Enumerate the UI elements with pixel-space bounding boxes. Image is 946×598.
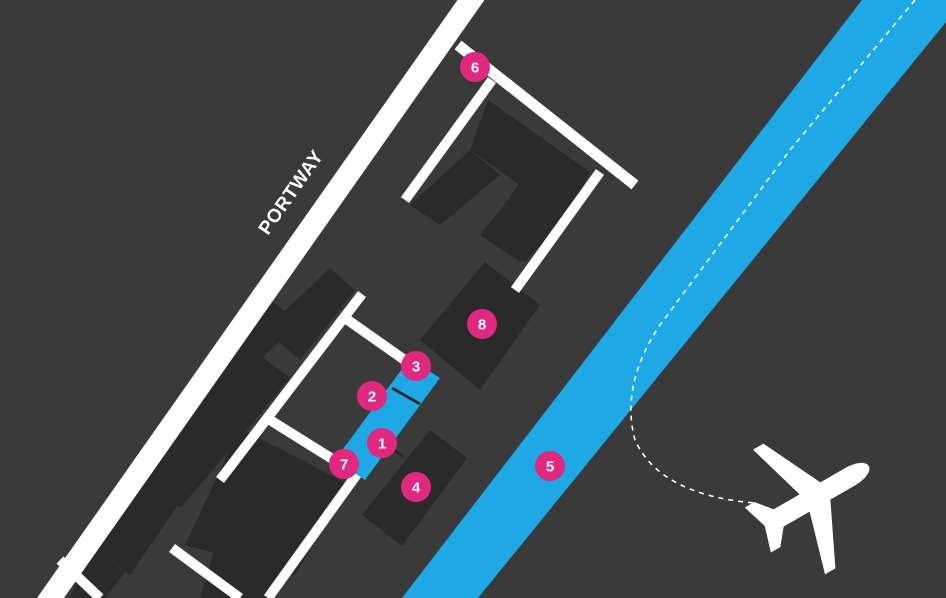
marker-label: 1 <box>378 436 386 453</box>
building <box>410 150 500 225</box>
marker-7[interactable]: 7 <box>329 449 359 479</box>
flight-path <box>630 0 916 504</box>
marker-8[interactable]: 8 <box>467 309 497 339</box>
building <box>235 300 300 360</box>
marker-label: 2 <box>368 389 376 406</box>
marker-4[interactable]: 4 <box>401 472 431 502</box>
building <box>500 230 540 262</box>
airplane-icon <box>744 443 870 575</box>
marker-3[interactable]: 3 <box>401 351 431 381</box>
marker-label: 8 <box>478 317 486 334</box>
building <box>265 268 355 360</box>
portway-road <box>36 0 485 598</box>
marker-label: 4 <box>412 480 421 497</box>
building <box>185 340 290 450</box>
marker-label: 6 <box>471 60 479 77</box>
water-channel <box>402 0 946 598</box>
marker-5[interactable]: 5 <box>535 451 565 481</box>
marker-label: 5 <box>546 459 554 476</box>
building <box>90 475 178 575</box>
building <box>140 415 230 508</box>
marker-1[interactable]: 1 <box>367 428 397 458</box>
marker-label: 3 <box>412 359 420 376</box>
marker-label: 7 <box>340 457 348 474</box>
marker-2[interactable]: 2 <box>357 381 387 411</box>
marker-6[interactable]: 6 <box>460 52 490 82</box>
